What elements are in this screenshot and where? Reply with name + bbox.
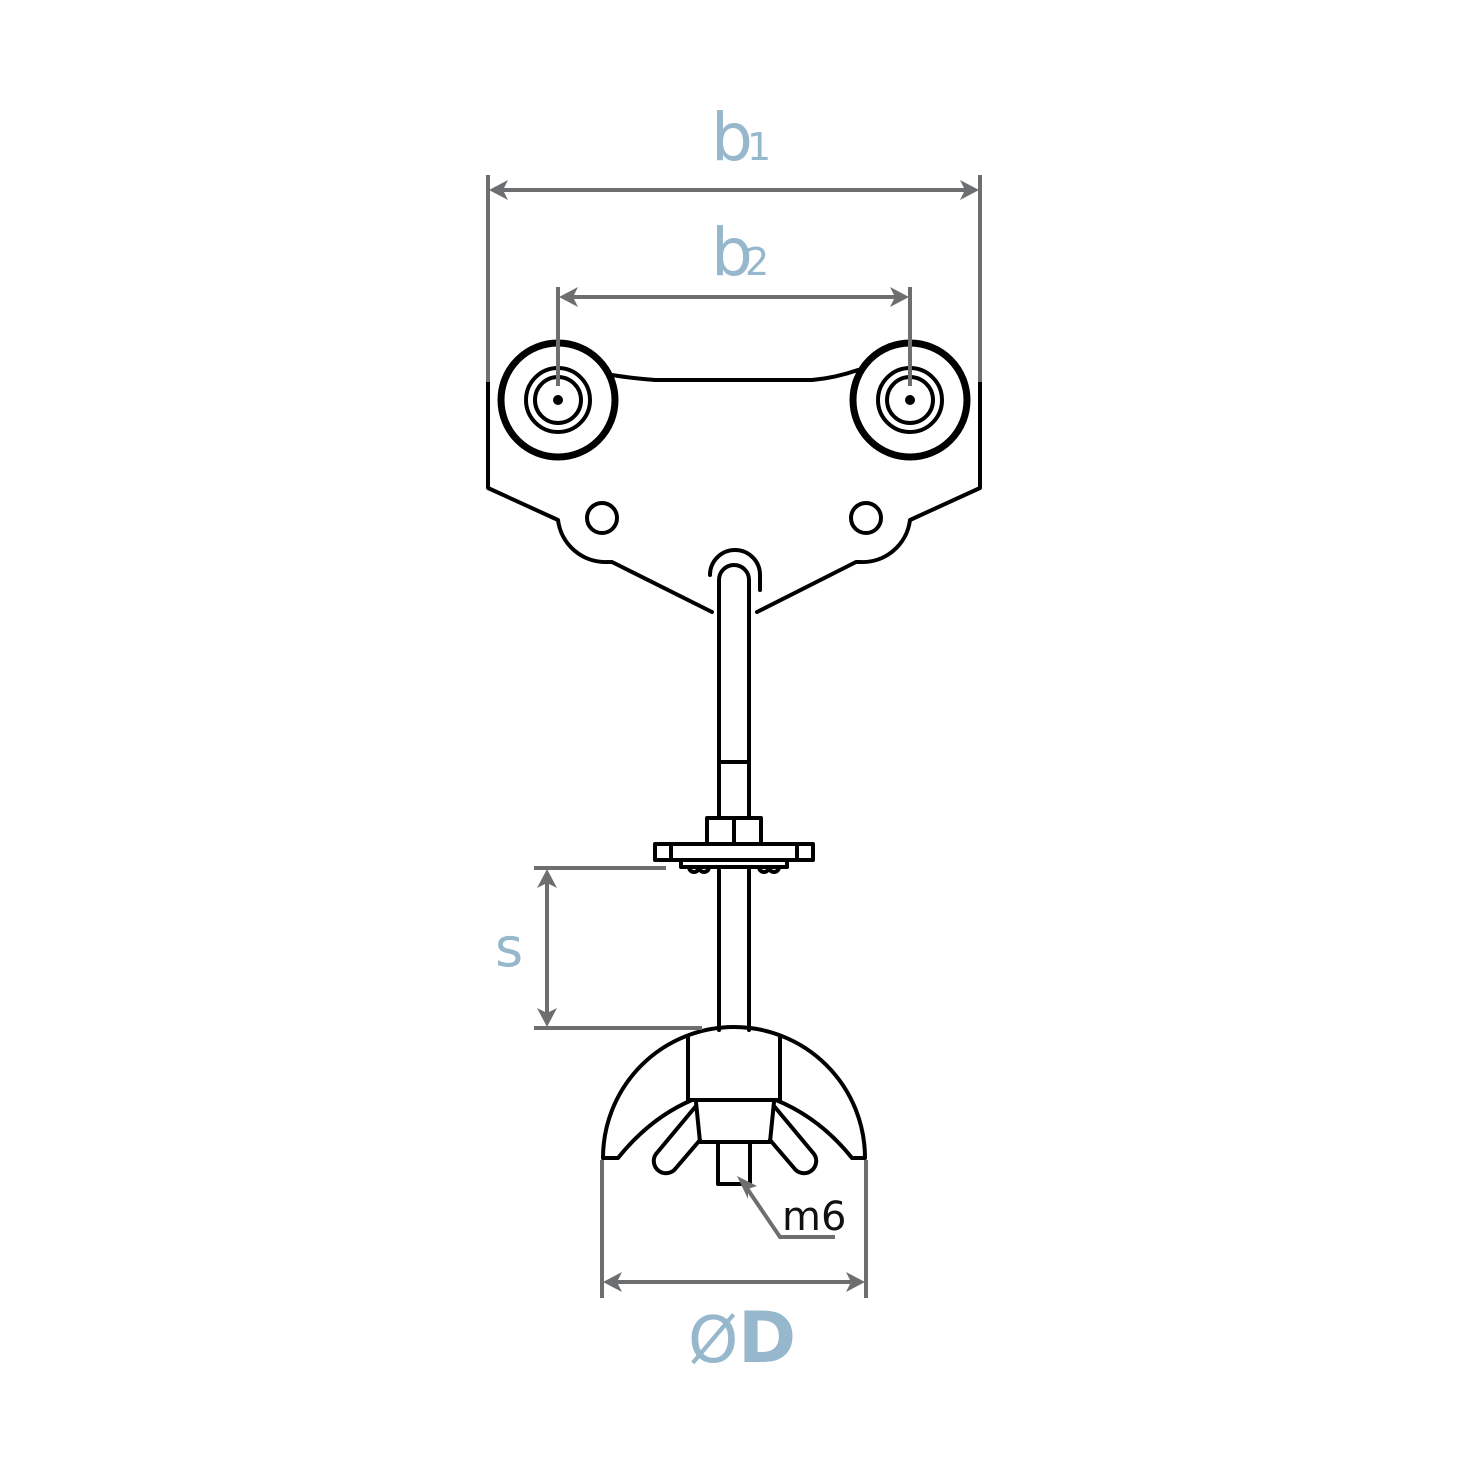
mounting-hole-right	[849, 501, 883, 535]
mounting-hole-left	[585, 501, 619, 535]
trolley-plate	[486, 368, 982, 614]
flange-nut	[653, 816, 815, 874]
thread-leader	[737, 1176, 835, 1239]
dome-wing-nut	[601, 1025, 867, 1186]
dimension-diameter	[600, 1160, 868, 1298]
label-b1-base: b	[711, 99, 753, 176]
suspension-rod	[708, 548, 762, 1032]
dimension-s	[534, 866, 702, 1030]
wheel-left	[497, 339, 619, 461]
label-diameter-symbol: Ø	[688, 1304, 738, 1378]
label-b1-sub: 1	[747, 125, 771, 169]
label-b2-sub: 2	[745, 240, 769, 284]
label-s: s	[495, 916, 523, 979]
dimension-b1	[486, 175, 982, 382]
label-b2-base: b	[711, 214, 753, 291]
label-thread-m6: m6	[782, 1194, 846, 1240]
label-diameter-D: D	[738, 1297, 796, 1379]
dimension-b2	[556, 287, 912, 386]
